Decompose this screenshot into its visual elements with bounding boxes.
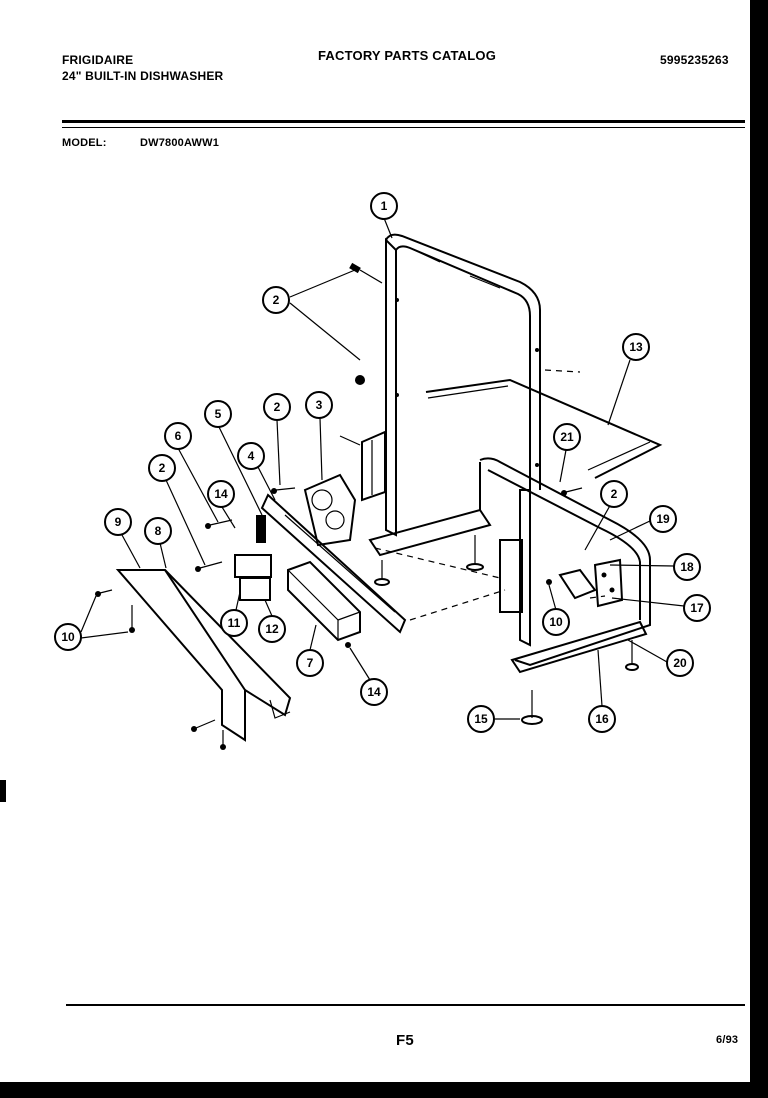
brand-name: FRIGIDAIRE — [62, 53, 134, 67]
alignment-line — [589, 595, 606, 599]
alignment-line — [544, 369, 581, 373]
callout-21: 21 — [553, 423, 581, 451]
callout-18: 18 — [673, 553, 701, 581]
header-rule-thick — [62, 120, 745, 123]
svg-text:14: 14 — [367, 685, 381, 699]
lower-bracket-part — [260, 493, 407, 634]
svg-text:9: 9 — [115, 515, 122, 529]
edge-mark — [0, 780, 6, 802]
callout-2: 2 — [262, 286, 290, 314]
switch-bracket-part — [499, 539, 624, 613]
model-number: DW7800AWW1 — [140, 137, 220, 149]
callout-4: 4 — [237, 442, 265, 470]
callout-3: 3 — [305, 391, 333, 419]
svg-text:14: 14 — [214, 487, 228, 501]
hinge-bracket-part — [339, 262, 386, 502]
callout-19: 19 — [649, 505, 677, 533]
callout-14: 14 — [207, 480, 235, 508]
callout-12: 12 — [258, 615, 286, 643]
callout-2: 2 — [600, 480, 628, 508]
callout-8: 8 — [144, 517, 172, 545]
support-rod-part — [425, 378, 663, 479]
callout-15: 15 — [467, 705, 495, 733]
switch-box-part — [287, 560, 361, 642]
leveling-leg-part — [374, 535, 639, 725]
callout-11: 11 — [220, 609, 248, 637]
svg-text:17: 17 — [690, 601, 704, 615]
svg-text:6: 6 — [175, 429, 182, 443]
screw-set — [95, 487, 583, 750]
door-frame-part — [385, 233, 541, 647]
callout-2: 2 — [263, 393, 291, 421]
svg-text:13: 13 — [629, 340, 643, 354]
svg-text:19: 19 — [656, 512, 670, 526]
callout-13: 13 — [622, 333, 650, 361]
svg-text:8: 8 — [155, 524, 162, 538]
svg-text:2: 2 — [273, 293, 280, 307]
page-code: F5 — [396, 1032, 414, 1049]
callout-5: 5 — [204, 400, 232, 428]
callout-9: 9 — [104, 508, 132, 536]
svg-text:12: 12 — [265, 622, 279, 636]
svg-text:5: 5 — [215, 407, 222, 421]
svg-text:16: 16 — [595, 712, 609, 726]
base-rail-part — [368, 457, 651, 674]
header-rule-thin — [62, 127, 745, 128]
product-name: 24" BUILT-IN DISHWASHER — [62, 69, 224, 83]
svg-text:2: 2 — [274, 400, 281, 414]
callout-7: 7 — [296, 649, 324, 677]
svg-text:10: 10 — [61, 630, 75, 644]
callout-leaders — [80, 217, 685, 720]
callout-16: 16 — [588, 705, 616, 733]
inlet-valve-part — [303, 473, 357, 547]
callout-6: 6 — [164, 422, 192, 450]
callout-1: 1 — [370, 192, 398, 220]
selector-switch-part — [234, 515, 272, 601]
callout-2: 2 — [148, 454, 176, 482]
catalog-number: 5995235263 — [660, 53, 729, 67]
svg-text:4: 4 — [248, 449, 255, 463]
callout-14: 14 — [360, 678, 388, 706]
callout-10: 10 — [54, 623, 82, 651]
svg-text:2: 2 — [611, 487, 618, 501]
svg-text:3: 3 — [316, 398, 323, 412]
catalog-title: FACTORY PARTS CATALOG — [318, 48, 497, 63]
svg-text:20: 20 — [673, 656, 687, 670]
footer-rule — [66, 1004, 745, 1006]
control-panel-part — [115, 569, 292, 742]
callout-17: 17 — [683, 594, 711, 622]
svg-text:7: 7 — [307, 656, 314, 670]
alignment-line — [409, 589, 506, 621]
alignment-line — [374, 547, 501, 579]
svg-text:18: 18 — [680, 560, 694, 574]
revision-date: 6/93 — [716, 1034, 739, 1046]
svg-text:10: 10 — [549, 615, 563, 629]
svg-text:1: 1 — [381, 199, 388, 213]
svg-text:21: 21 — [560, 430, 574, 444]
callout-20: 20 — [666, 649, 694, 677]
svg-text:2: 2 — [159, 461, 166, 475]
svg-text:11: 11 — [228, 616, 241, 630]
svg-text:15: 15 — [474, 712, 488, 726]
callout-10: 10 — [542, 608, 570, 636]
model-label: MODEL: — [62, 137, 107, 149]
